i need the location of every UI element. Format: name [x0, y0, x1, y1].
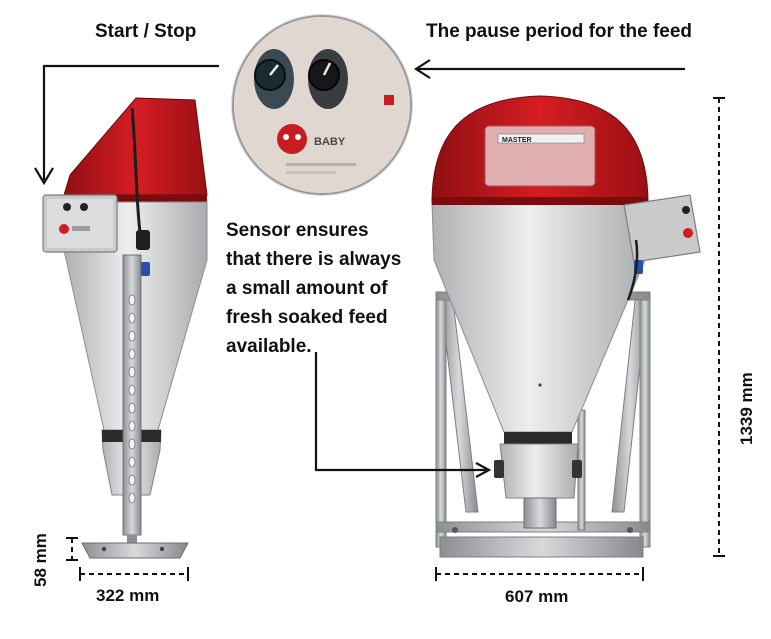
right-feeder: MASTER: [431, 95, 701, 558]
right-width-label: 607 mm: [505, 587, 569, 606]
left-width-label: 322 mm: [96, 586, 160, 605]
sensor-line-3: a small amount of: [226, 278, 388, 299]
sensor-line-2: that there is always: [226, 249, 402, 270]
left-blue-valve: [141, 262, 150, 276]
left-feeder: [42, 97, 208, 559]
brand-logo: [277, 124, 307, 154]
right-height-label: 1339 mm: [737, 372, 756, 445]
pause-period-label: The pause period for the feed: [426, 21, 693, 42]
callout-arrows: [34, 59, 685, 478]
sensor-arrowhead: [475, 462, 492, 478]
sensor-line-1: Sensor ensures: [226, 220, 369, 241]
brand-text: BABY: [314, 136, 346, 148]
sensor-line-4: fresh soaked feed: [226, 307, 388, 328]
sensor-description: Sensor ensures that there is always a sm…: [226, 216, 401, 361]
dimension-lines: [71, 98, 720, 575]
left-base-height-label: 58 mm: [31, 533, 50, 587]
start-stop-arrow-line: [42, 64, 219, 180]
right-bowl: [499, 443, 579, 499]
pause-arrowhead: [413, 59, 431, 79]
right-black-band: [504, 432, 572, 444]
left-base-plate: [81, 542, 189, 559]
dimension-ticks: [66, 97, 725, 581]
left-tube-holes: [128, 294, 136, 504]
hopper-plate-text: MASTER: [502, 137, 532, 144]
control-panel-closeup: BABY: [232, 15, 412, 195]
sensor-line-5: available.: [226, 336, 312, 357]
start-stop-label: Start / Stop: [95, 21, 197, 42]
start-stop-arrowhead: [34, 167, 54, 186]
right-control-box: [623, 194, 701, 263]
sensor-arrow-line: [314, 352, 486, 472]
